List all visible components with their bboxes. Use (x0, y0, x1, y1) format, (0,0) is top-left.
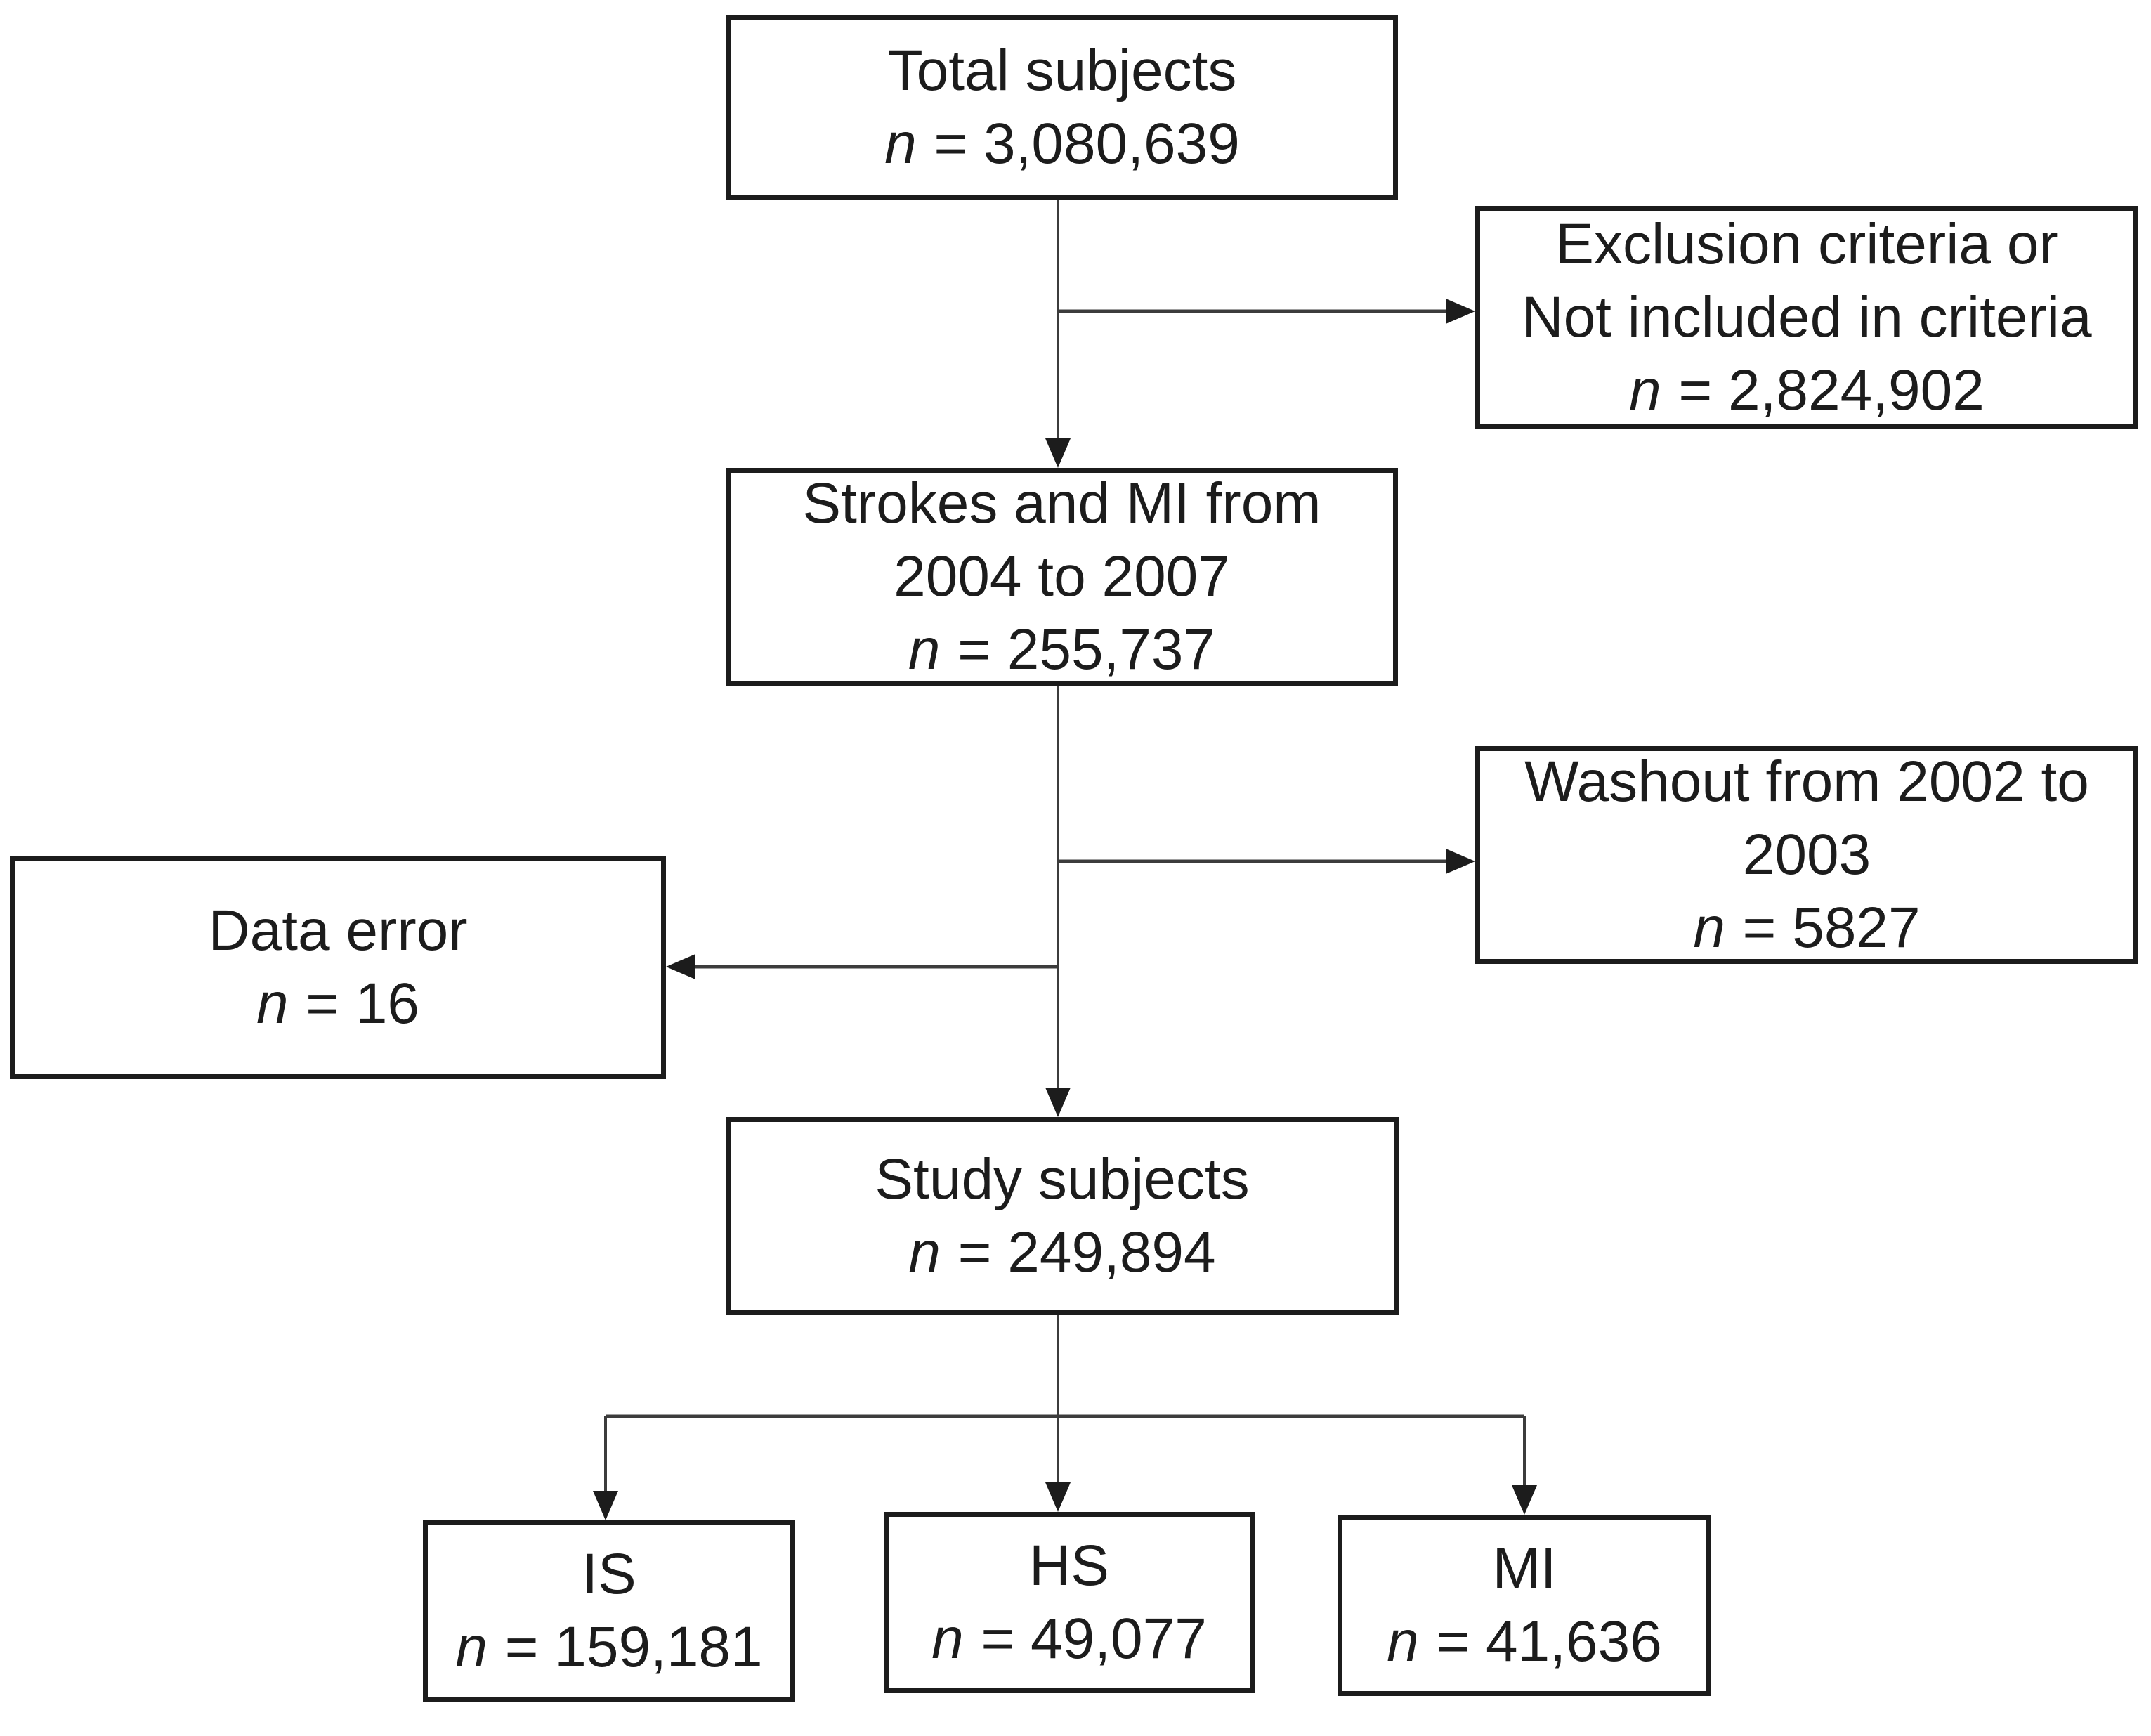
node-count: n = 41,636 (1387, 1605, 1662, 1678)
node-count: n = 2,824,902 (1629, 354, 1985, 427)
node-title: 2004 to 2007 (894, 544, 1230, 608)
node-title: Data error (208, 899, 468, 962)
node-title: Not included in criteria (1522, 285, 2092, 349)
node-exclusion-criteria: Exclusion criteria or Not included in cr… (1475, 206, 2138, 429)
n-symbol: n (455, 1615, 488, 1679)
node-count: n= 159,181 (455, 1611, 762, 1684)
node-is: IS n= 159,181 (423, 1520, 795, 1702)
arrow-to-exclusion-head (1446, 299, 1475, 324)
count-value: = 5827 (1742, 896, 1921, 960)
node-count: n = 5827 (1693, 892, 1920, 965)
node-count: n = 255,737 (908, 613, 1215, 686)
node-count: n = 3,080,639 (884, 107, 1240, 181)
count-value: = 2,824,902 (1678, 358, 1985, 422)
node-strokes-and-mi: Strokes and MI from 2004 to 2007 n = 255,… (726, 468, 1398, 686)
arrow-strokes-to-study-head (1045, 1088, 1071, 1117)
n-symbol: n (1693, 896, 1725, 960)
node-title: MI (1492, 1536, 1557, 1600)
n-symbol: n (1387, 1610, 1419, 1673)
n-symbol: n (908, 618, 941, 681)
count-value: = 41,636 (1436, 1610, 1662, 1673)
n-symbol: n (908, 1220, 941, 1284)
node-mi: MI n = 41,636 (1338, 1515, 1711, 1696)
node-count: n = 49,077 (931, 1603, 1207, 1676)
count-value: = 255,737 (957, 618, 1216, 681)
node-count: n = 16 (256, 967, 419, 1040)
count-value: = 3,080,639 (934, 112, 1240, 176)
arrow-to-hs-head (1045, 1482, 1071, 1512)
node-title: Total subjects (887, 39, 1237, 103)
arrow-total-to-strokes-head (1045, 438, 1071, 468)
node-total-subjects: Total subjects n = 3,080,639 (726, 15, 1398, 200)
arrow-to-is-head (593, 1491, 618, 1520)
node-title: Strokes and MI from (802, 471, 1321, 535)
n-symbol: n (1629, 358, 1661, 422)
node-title: 2003 (1742, 823, 1871, 887)
node-title: Study subjects (875, 1147, 1250, 1211)
count-value: = 49,077 (981, 1607, 1207, 1671)
node-count: n= 249,894 (908, 1216, 1215, 1289)
arrow-to-mi-head (1512, 1485, 1537, 1515)
node-washout: Washout from 2002 to 2003 n = 5827 (1475, 746, 2138, 964)
count-value: = 249,894 (957, 1220, 1216, 1284)
node-title: Washout from 2002 to (1524, 750, 2089, 814)
node-title: Exclusion criteria or (1555, 212, 2058, 276)
arrow-to-washout-head (1446, 849, 1475, 874)
node-title: IS (582, 1542, 636, 1606)
count-value: = 16 (306, 972, 420, 1036)
n-symbol: n (931, 1607, 964, 1671)
n-symbol: n (884, 112, 917, 176)
node-title: HS (1029, 1534, 1109, 1598)
node-study-subjects: Study subjects n= 249,894 (726, 1117, 1399, 1315)
arrow-to-data-error-head (666, 954, 695, 979)
node-hs: HS n = 49,077 (884, 1512, 1255, 1693)
n-symbol: n (256, 972, 289, 1036)
node-data-error: Data error n = 16 (10, 856, 666, 1079)
count-value: = 159,181 (504, 1615, 763, 1679)
